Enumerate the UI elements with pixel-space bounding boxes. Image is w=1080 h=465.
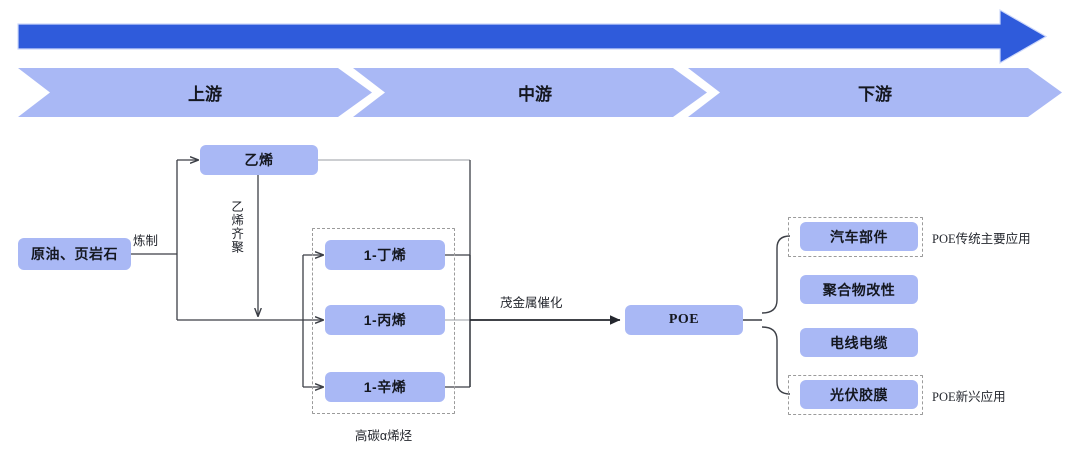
node-wire-cable[interactable]: 电线电缆 — [800, 328, 918, 357]
node-butene[interactable]: 1-丁烯 — [325, 240, 445, 270]
edge-poe-fan-spine — [761, 235, 791, 314]
traditional-application-group-box — [788, 217, 923, 257]
side-label-emerging-application: POE新兴应用 — [932, 390, 1006, 404]
edge-label-ethylene-oligomerization: 乙烯齐聚 — [229, 200, 244, 254]
side-label-traditional-application: POE传统主要应用 — [932, 232, 1031, 246]
stage-label-midstream: 中游 — [518, 85, 552, 104]
node-octene[interactable]: 1-辛烯 — [325, 372, 445, 402]
node-propene[interactable]: 1-丙烯 — [325, 305, 445, 335]
alpha-olefin-group-caption: 高碳α烯烃 — [354, 429, 413, 443]
edge-poe-fan-spine-lower — [761, 326, 791, 395]
stage-label-downstream: 下游 — [858, 85, 892, 104]
emerging-application-group-box — [788, 375, 923, 415]
value-chain-direction-arrow — [17, 8, 1048, 65]
edge-label-metallocene-catalysis: 茂金属催化 — [500, 296, 563, 310]
alpha-olefin-group-box — [312, 228, 455, 414]
node-poe[interactable]: POE — [625, 305, 743, 335]
stage-chevron-midstream — [353, 68, 707, 117]
node-ethylene[interactable]: 乙烯 — [200, 145, 318, 175]
stage-label-upstream: 上游 — [188, 85, 222, 104]
node-polymer-modification[interactable]: 聚合物改性 — [800, 275, 918, 304]
node-feedstock[interactable]: 原油、页岩石 — [18, 238, 131, 270]
stage-chevron-downstream — [688, 68, 1062, 117]
edge-label-refining: 炼制 — [133, 234, 159, 248]
node-auto-parts[interactable]: 汽车部件 — [800, 222, 918, 251]
stage-chevron-upstream — [18, 68, 372, 117]
node-pv-film[interactable]: 光伏胶膜 — [800, 380, 918, 409]
